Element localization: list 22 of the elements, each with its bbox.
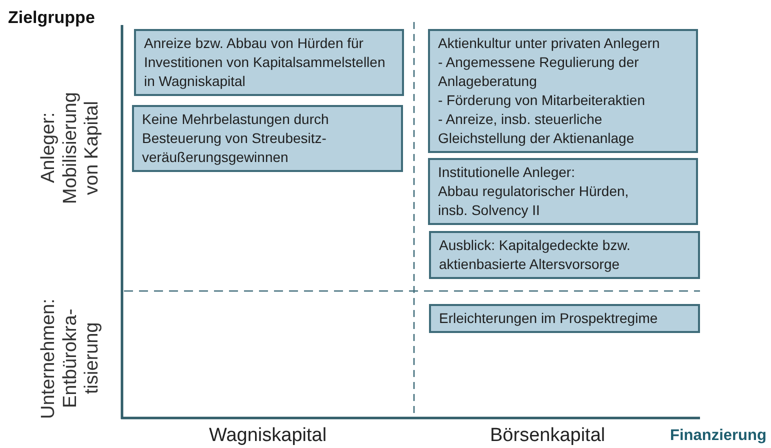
text-box bbox=[132, 105, 403, 172]
row-label: Unternehmen: Entbürokra- tisierung bbox=[38, 297, 104, 421]
box-text: - Anreize, insb. steuerliche Gleichstellung der Aktienanlage bbox=[438, 110, 636, 148]
row-label: Anleger: Mobilisierung von Kapital bbox=[38, 91, 104, 206]
box-text: Anreize bzw. Abbau von Hürden für Investitionen von Kapitalsammelstellen in Wagniskapital bbox=[144, 34, 386, 91]
box-text: Ausblick: Kapitalgedeckte bzw. aktienbasierte Altersvorsorge bbox=[439, 236, 632, 274]
column-label: Börsenkapital bbox=[490, 425, 606, 447]
text-box bbox=[429, 231, 700, 279]
text-box bbox=[428, 29, 698, 153]
box-text: Aktienkultur unter privaten Anlegern bbox=[438, 34, 661, 53]
text-box bbox=[428, 158, 698, 225]
axis-title: Finanzierung bbox=[670, 427, 766, 445]
text-box bbox=[429, 304, 700, 333]
box-text: Erleichterungen im Prospektregime bbox=[439, 309, 659, 328]
box-text: Abbau regulatorischer Hürden, insb. Solvency II bbox=[438, 182, 630, 220]
column-label: Wagniskapital bbox=[209, 425, 327, 447]
text-box bbox=[134, 29, 404, 96]
box-text: Institutionelle Anleger: bbox=[438, 163, 576, 182]
box-text: - Angemessene Regulierung der Anlageberatung bbox=[438, 53, 640, 91]
box-text: Keine Mehrbelastungen durch Besteuerung von Streubesitz- veräußerungsgewinnen bbox=[142, 110, 330, 167]
box-text: - Förderung von Mitarbeiteraktien bbox=[438, 91, 646, 110]
axis-title: Zielgruppe bbox=[8, 8, 95, 28]
